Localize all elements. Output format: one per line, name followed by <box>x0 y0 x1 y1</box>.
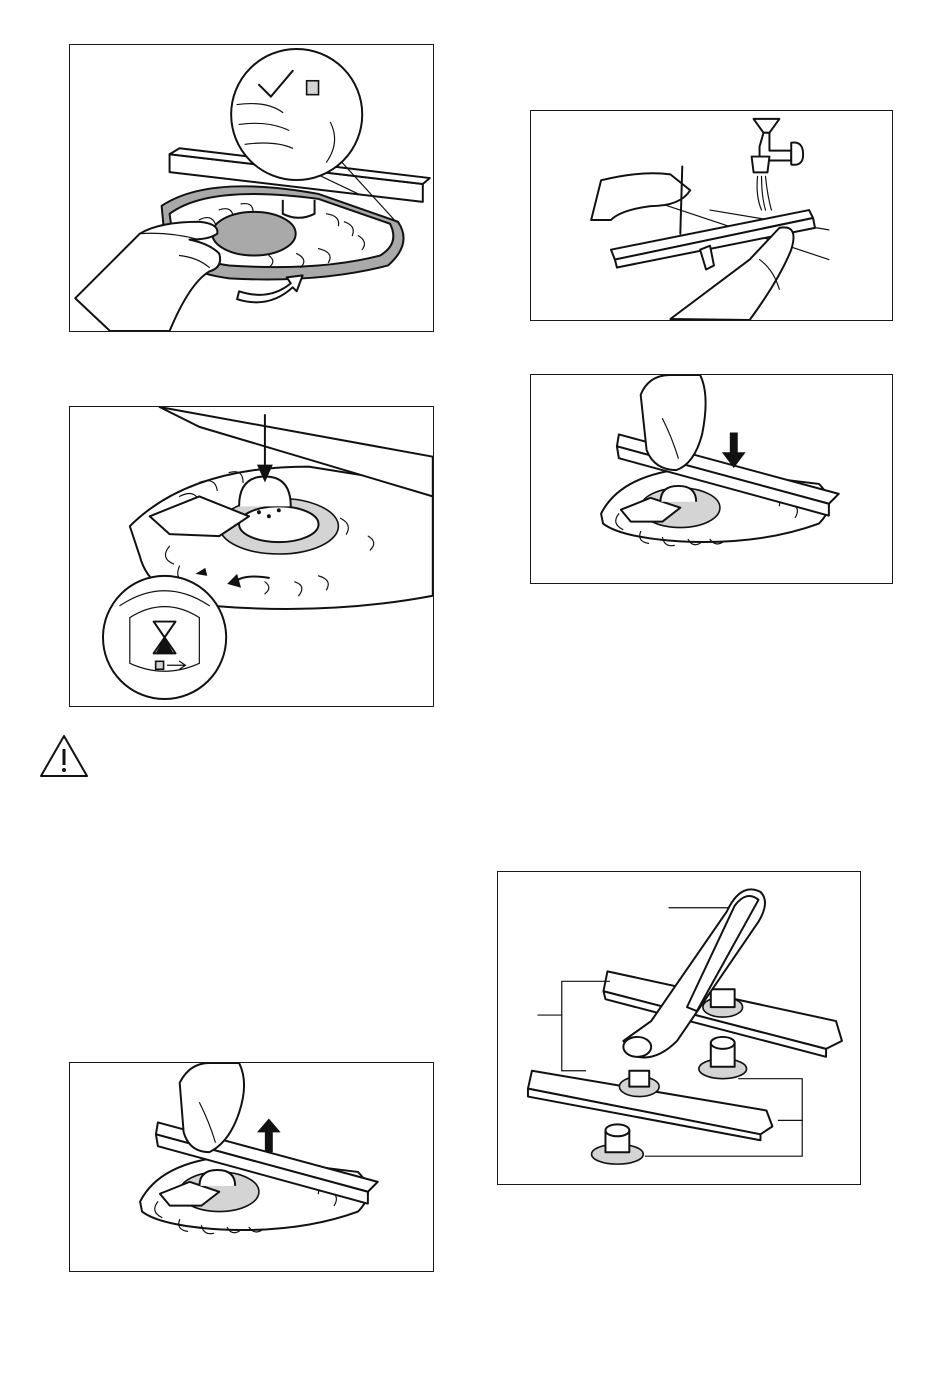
warning-triangle-icon <box>38 733 90 779</box>
figure-clean-spray-arm <box>530 110 893 321</box>
figure-lift-spray-arm-drawing <box>70 1063 433 1271</box>
figure-clean-spray-arm-drawing <box>531 111 892 320</box>
figure-spray-arm-parts <box>497 871 861 1185</box>
figure-remove-spray-arm <box>69 44 434 332</box>
figure-remove-spray-arm-drawing <box>70 45 433 331</box>
figure-insert-filter <box>69 406 434 707</box>
figure-press-spray-arm-drawing <box>531 375 892 583</box>
figure-press-spray-arm <box>530 374 893 584</box>
figure-spray-arm-parts-drawing <box>498 872 860 1184</box>
figure-insert-filter-drawing <box>70 407 433 706</box>
figure-lift-spray-arm <box>69 1062 434 1272</box>
